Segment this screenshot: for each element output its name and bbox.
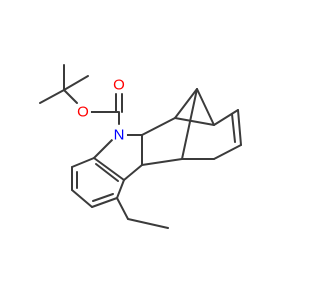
bond-bridgehead-a-c-back xyxy=(174,117,215,126)
bond-tbu-methyl-right xyxy=(63,75,89,91)
bond-n-c7a xyxy=(93,139,113,159)
bond-bridgehead-b-bridge-back xyxy=(181,88,198,160)
ester-oxygen-background xyxy=(75,104,91,120)
bond-bridgehead-c-alkene xyxy=(213,109,239,126)
bond-benzene-inner-3 xyxy=(95,163,119,182)
bond-benzene-4 xyxy=(91,197,118,208)
bond-alkene-bridgehead-d xyxy=(213,144,242,160)
bond-tbu-methyl-left xyxy=(39,89,65,104)
nitrogen-label: N xyxy=(114,127,125,144)
bond-bridgehead-a-bridge xyxy=(174,88,198,119)
bond-benzene-3 xyxy=(71,189,93,208)
bond-alkene-double-b xyxy=(231,113,236,143)
bond-c3-bridgehead-b xyxy=(141,158,183,166)
bond-aryl-methyl xyxy=(116,197,129,220)
molecule-diagram: O O N xyxy=(39,64,242,229)
bond-bridge-bridgehead-c xyxy=(196,88,215,126)
carbonyl-oxygen-background xyxy=(111,77,127,93)
bond-methyl-end xyxy=(127,218,169,229)
bond-benzene-5 xyxy=(116,179,125,199)
atom-labels: O O N xyxy=(75,77,127,144)
bond-c2-bridgehead-a xyxy=(141,117,176,136)
bond-tbu-oxygen xyxy=(63,89,78,104)
bond-benzene-inner-2 xyxy=(92,193,114,202)
bonds xyxy=(39,64,242,229)
bond-benzene-1 xyxy=(71,157,95,168)
bond-c3a-c7a xyxy=(93,157,125,181)
bond-alkene-double-a xyxy=(237,109,242,146)
carbonyl-oxygen-label: O xyxy=(113,77,125,94)
nitrogen-background xyxy=(111,127,127,143)
ester-oxygen-label: O xyxy=(77,104,89,121)
bond-c3-c3a xyxy=(123,164,143,181)
